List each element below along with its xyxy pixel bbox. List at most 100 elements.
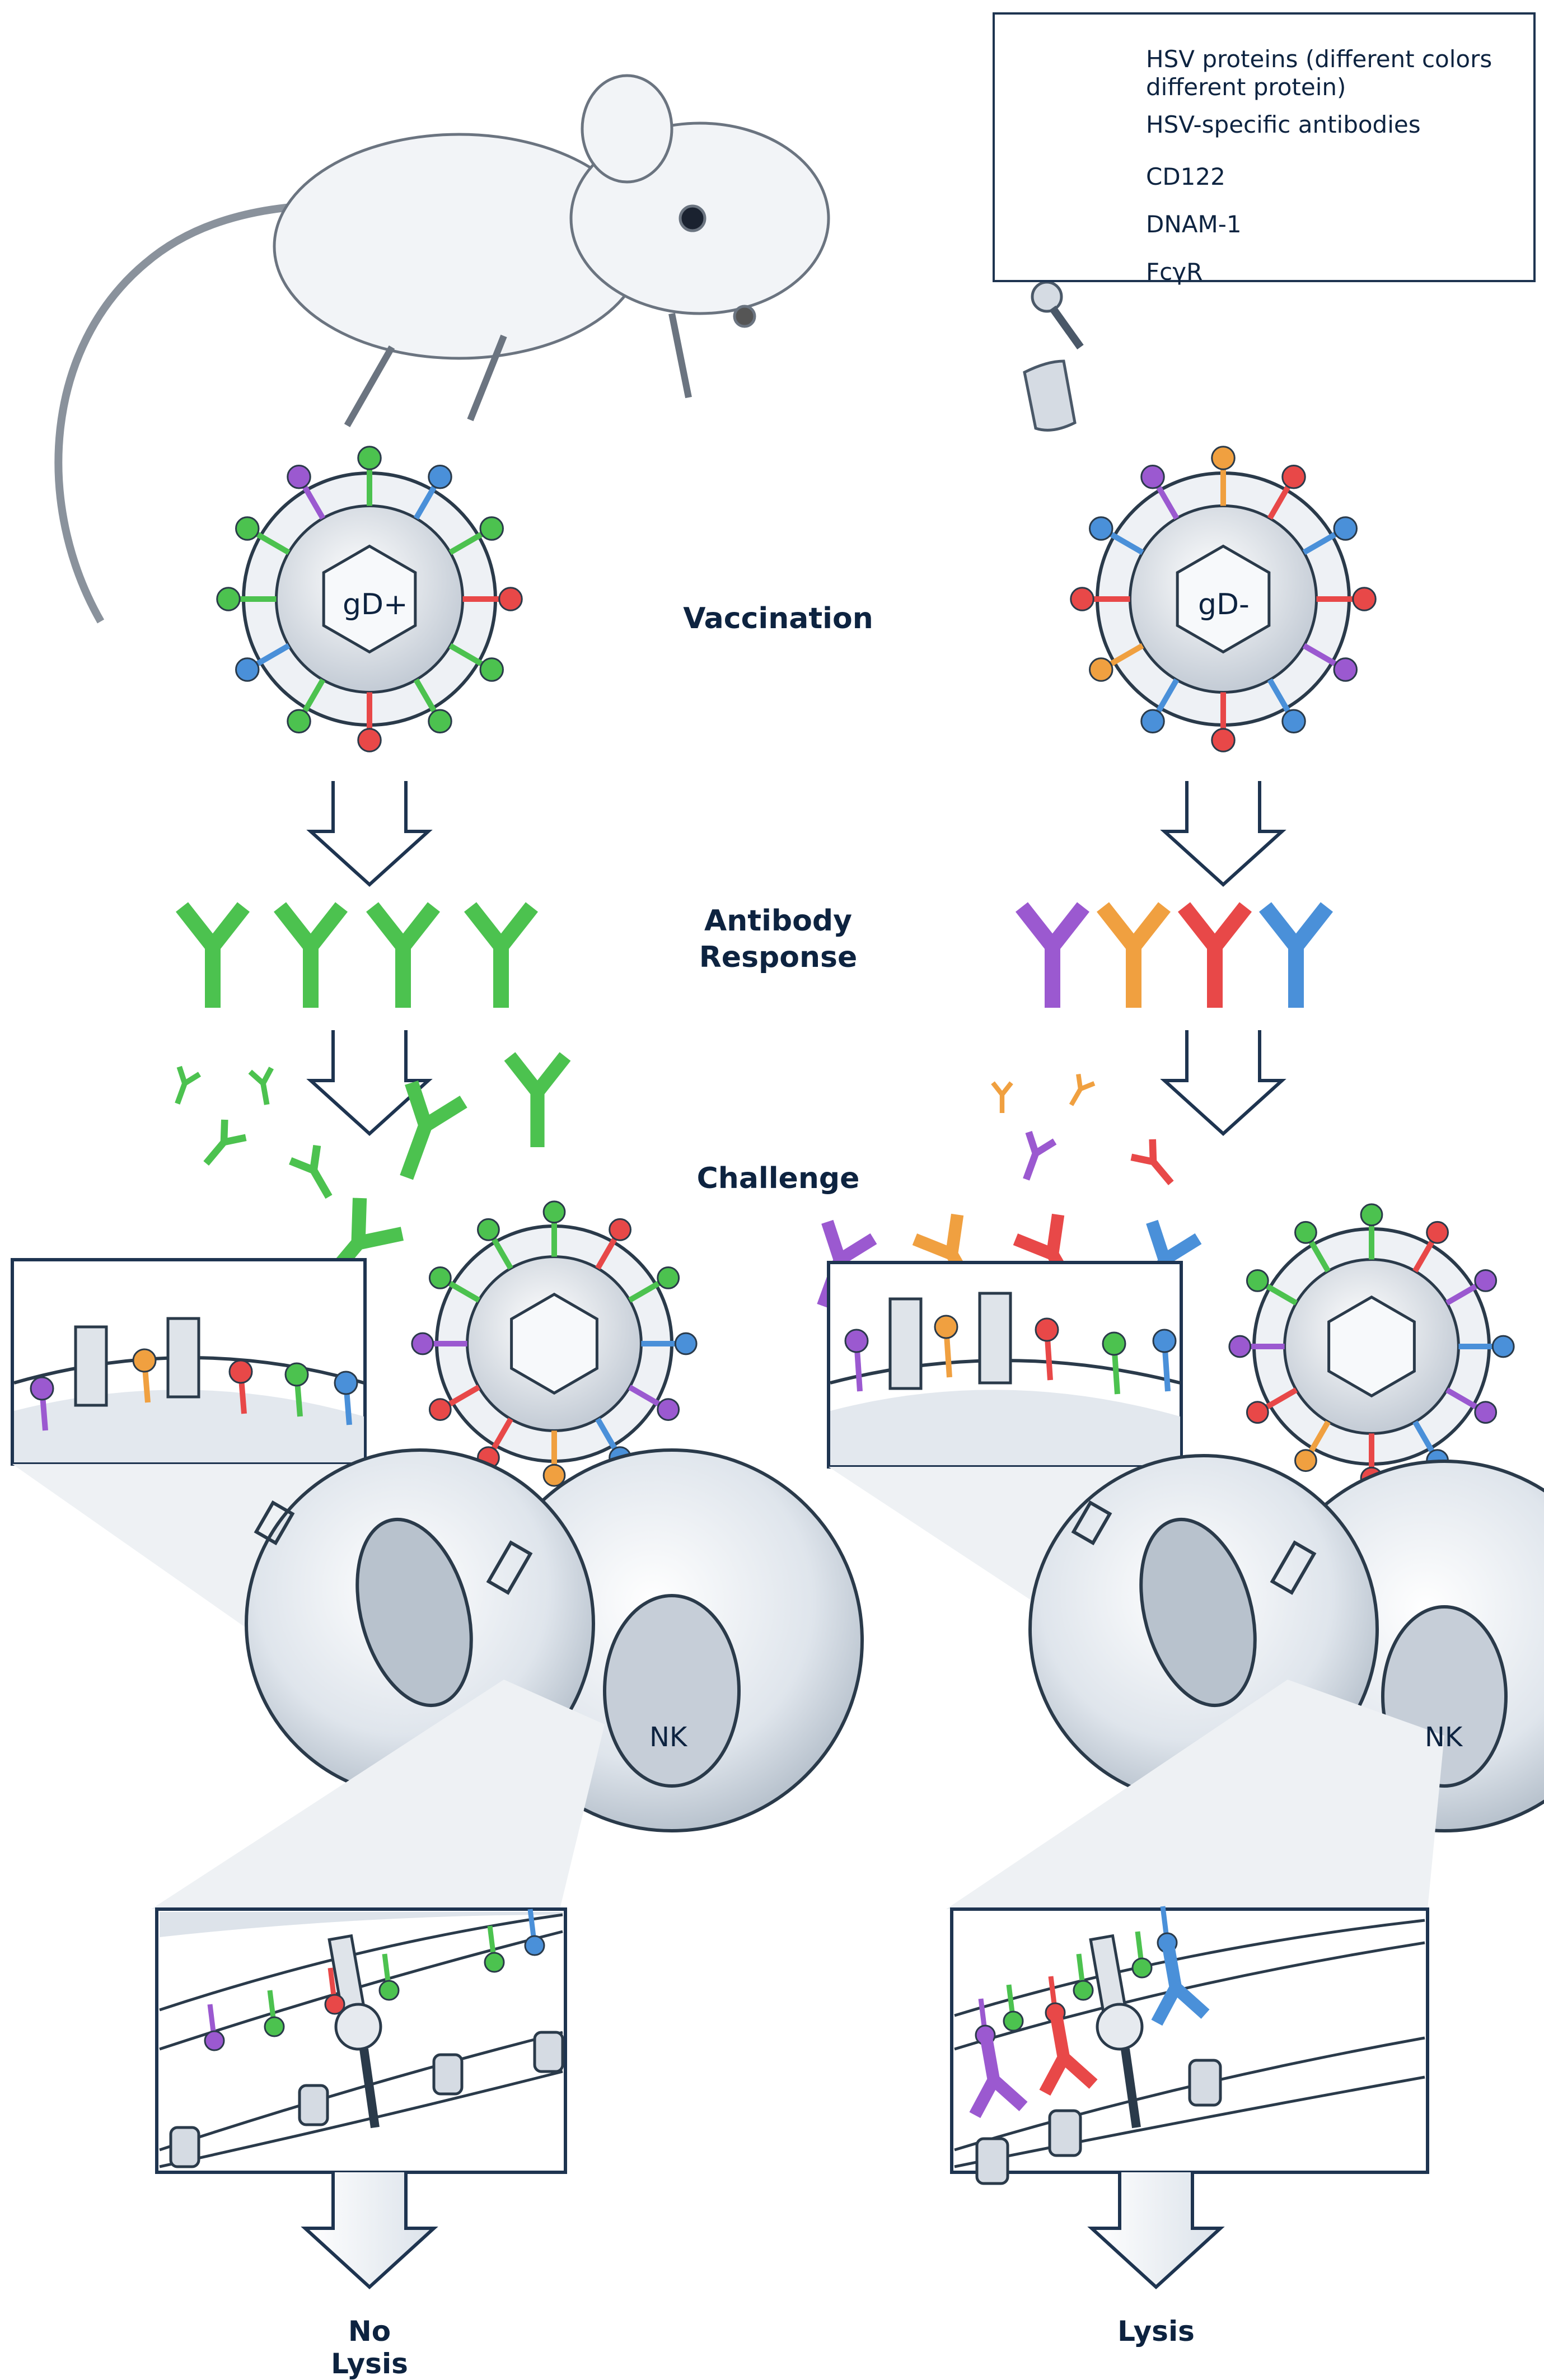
hsv-protein-green xyxy=(235,516,260,541)
antibody-red xyxy=(1177,902,1252,1008)
nk-cell-label-left: NK xyxy=(649,1722,687,1753)
virus-capsid xyxy=(1176,544,1271,654)
arrow-lysis xyxy=(1087,2172,1225,2290)
hsv-protein-blue xyxy=(1281,709,1306,733)
outcome-arrows xyxy=(301,2172,1225,2290)
synapse-zoom-left xyxy=(151,1680,605,2174)
stage-label-challenge: Challenge xyxy=(696,1162,860,1195)
antibody-green xyxy=(203,1119,247,1166)
fcgr-receptor xyxy=(975,2137,1009,2185)
antibody-orange xyxy=(1096,902,1171,1008)
fcgr-receptor xyxy=(432,2053,464,2096)
hsv-protein-blue xyxy=(235,657,260,682)
hsv-protein-red xyxy=(357,728,382,752)
hsv-protein-red xyxy=(1426,1221,1449,1244)
hsv-protein-green xyxy=(1003,2010,1024,2032)
inset-membrane-left xyxy=(11,1258,367,1466)
hsv-protein-purple xyxy=(1140,465,1165,489)
outcome-label-lysis: Lysis xyxy=(1117,2315,1195,2348)
antibody-green xyxy=(175,902,250,1008)
hsv-protein-red xyxy=(1246,1401,1269,1424)
virus-capsid xyxy=(322,544,417,654)
virus-gd-negative xyxy=(1070,446,1377,752)
hsv-protein-red xyxy=(1070,587,1094,611)
hsv-protein-red xyxy=(1281,465,1306,489)
hsv-protein-green xyxy=(484,1952,505,1973)
hsv-protein-red xyxy=(324,1994,345,2015)
hsv-protein-blue xyxy=(1089,516,1113,541)
antibody-green xyxy=(464,902,539,1008)
antibody-green xyxy=(273,902,348,1008)
hsv-protein-red xyxy=(1352,587,1377,611)
arrow-left-1 xyxy=(306,781,433,887)
antibody-green xyxy=(175,1065,202,1105)
hsv-protein-blue xyxy=(1333,516,1358,541)
hsv-protein-purple xyxy=(1228,1335,1252,1358)
hsv-protein-green xyxy=(1246,1269,1269,1292)
hsv-protein-green xyxy=(428,709,452,733)
hsv-protein-red xyxy=(609,1218,631,1241)
hsv-protein-purple xyxy=(411,1332,434,1355)
antibody-blue xyxy=(1258,902,1334,1008)
hsv-protein-purple xyxy=(204,2030,225,2051)
hsv-protein-blue xyxy=(428,465,452,489)
legend-label-cd122: CD122 xyxy=(1146,163,1225,190)
hsv-protein-red xyxy=(1211,728,1236,752)
stage-label-antibody: Antibody xyxy=(704,904,852,938)
hsv-protein-purple xyxy=(1333,657,1358,682)
hsv-protein-green xyxy=(287,709,311,733)
hsv-protein-red xyxy=(228,1359,253,1384)
hsv-protein-green xyxy=(1073,1980,1094,2001)
antibody-orange xyxy=(1069,1073,1096,1106)
hsv-protein-green xyxy=(542,1200,566,1224)
antibody-blue xyxy=(1151,1938,1210,2026)
hsv-protein-orange xyxy=(132,1348,157,1373)
hsv-protein-purple xyxy=(287,465,311,489)
antibody-purple xyxy=(1023,1130,1057,1181)
antibody-green xyxy=(248,1067,274,1105)
hsv-protein-blue xyxy=(334,1371,358,1395)
hsv-protein-red xyxy=(428,1398,452,1422)
virus-capsid xyxy=(510,1292,598,1395)
hsv-protein-purple xyxy=(1474,1269,1498,1292)
hsv-protein-blue xyxy=(674,1332,698,1355)
fcgr-receptor xyxy=(169,2126,200,2168)
antibody-green xyxy=(289,1144,333,1199)
hsv-protein-blue xyxy=(1152,1329,1177,1353)
challenge-virus-right xyxy=(1228,1203,1515,1490)
hsv-protein-purple xyxy=(30,1376,54,1401)
challenge-virus-left xyxy=(411,1200,698,1487)
arrow-left-2 xyxy=(306,1030,433,1137)
hsv-protein-green xyxy=(428,1266,452,1289)
hsv-protein-blue xyxy=(1491,1335,1515,1358)
flow-arrows xyxy=(306,781,1286,1137)
arrow-right-2 xyxy=(1160,1030,1286,1137)
fcgr-receptor xyxy=(298,2084,329,2126)
outcome-label-no-lysis: No Lysis xyxy=(331,2315,408,2380)
hsv-protein-green xyxy=(479,657,504,682)
synapse-zoom-right xyxy=(946,1680,1444,2185)
mouse-illustration xyxy=(54,74,830,624)
legend-label-fcgr: FcγR xyxy=(1146,258,1203,286)
legend-label-antibodies: HSV-specific antibodies xyxy=(1146,111,1421,138)
fcgr-receptor xyxy=(1188,2059,1222,2107)
hsv-protein-purple xyxy=(844,1329,869,1353)
antibody-purple xyxy=(1015,902,1090,1008)
arrow-right-1 xyxy=(1160,781,1286,887)
hsv-protein-green xyxy=(1294,1221,1317,1244)
hsv-protein-green xyxy=(1360,1203,1383,1227)
hsv-protein-green xyxy=(479,516,504,541)
antibody-red xyxy=(1130,1139,1174,1185)
antibody-green xyxy=(366,902,441,1008)
hsv-protein-green xyxy=(378,1980,400,2001)
stage-label-response: Response xyxy=(699,941,858,974)
legend-box: HSV proteins (different colors different… xyxy=(993,12,1536,286)
virus-capsid xyxy=(1327,1295,1416,1398)
fcgr-icon xyxy=(1023,359,1077,432)
hsv-protein-green xyxy=(284,1362,309,1387)
hsv-protein-blue xyxy=(524,1935,545,1956)
hsv-protein-orange xyxy=(542,1463,566,1487)
antibody-green xyxy=(504,1052,571,1147)
hsv-protein-orange xyxy=(934,1315,958,1339)
hsv-protein-orange xyxy=(1089,657,1113,682)
